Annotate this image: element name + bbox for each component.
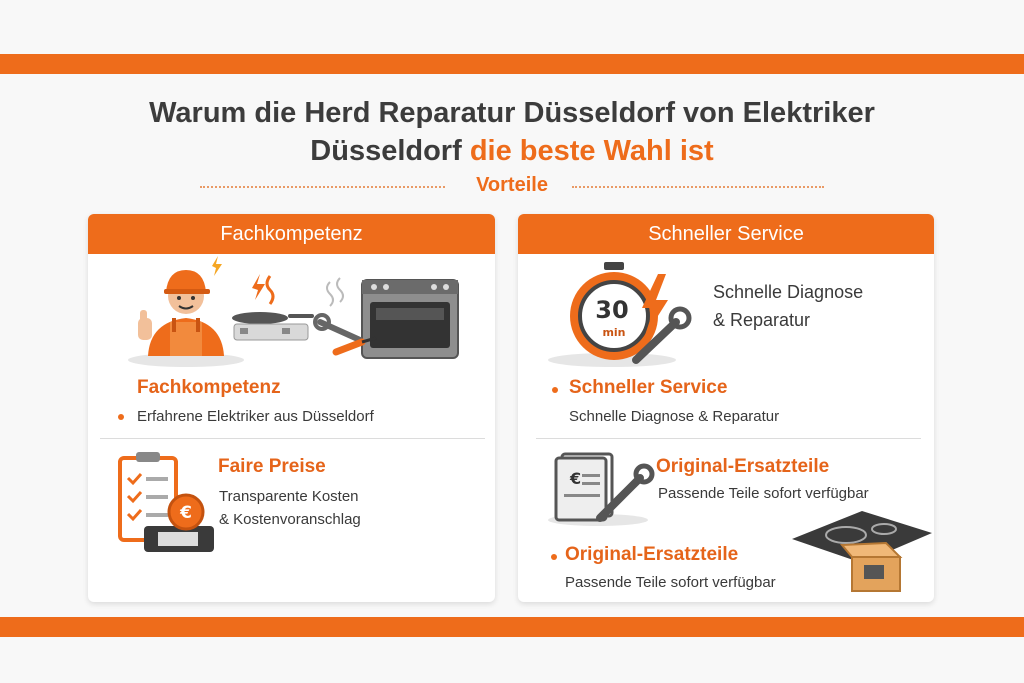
dotted-divider-right bbox=[572, 186, 824, 188]
svg-text:€: € bbox=[179, 503, 192, 523]
top-accent-bar bbox=[0, 54, 1024, 74]
hero-text-line-1: Schnelle Diagnose bbox=[713, 282, 864, 302]
title-line-2-dark: Düsseldorf bbox=[310, 135, 462, 167]
feature-title-fachkompetenz: Fachkompetenz bbox=[137, 377, 281, 398]
invoice-icon: € bbox=[548, 452, 655, 526]
checklist-euro-illustration: € bbox=[118, 452, 214, 552]
hero-text-line-2: & Reparatur bbox=[713, 310, 811, 330]
svg-text:€: € bbox=[569, 469, 581, 488]
stove-illustration bbox=[232, 274, 314, 341]
subheading-label: Vorteile bbox=[476, 174, 548, 196]
feature-title-schneller-service: Schneller Service bbox=[569, 377, 728, 398]
panel-schneller-service: Schneller Service 30 min Schnelle Diagno… bbox=[518, 214, 934, 602]
feature-text-line-1: Transparente Kosten bbox=[219, 488, 359, 505]
feature-title-original-ersatzteile: Original-Ersatzteile bbox=[656, 456, 830, 477]
feature-text-original-ersatzteile-2: Passende Teile sofort verfügbar bbox=[565, 574, 776, 591]
feature-text-fachkompetenz: Erfahrene Elektriker aus Düsseldorf bbox=[137, 408, 374, 425]
stopwatch-icon: 30 min bbox=[548, 262, 692, 367]
feature-text-schneller-service: Schnelle Diagnose & Reparatur bbox=[569, 408, 780, 425]
bullet-dot bbox=[118, 414, 124, 420]
feature-title-original-ersatzteile-2: Original-Ersatzteile bbox=[565, 544, 739, 565]
oven-tools-illustration bbox=[313, 277, 459, 359]
section-divider bbox=[100, 438, 485, 439]
section-subheading: Vorteile bbox=[0, 174, 1024, 198]
bullet-dot bbox=[551, 554, 557, 560]
bottom-accent-bar bbox=[0, 617, 1024, 637]
dotted-divider-left bbox=[200, 186, 445, 188]
section-divider bbox=[536, 438, 921, 439]
panel-header: Schneller Service bbox=[518, 214, 934, 254]
lightning-icon bbox=[642, 274, 668, 338]
title-line-1: Warum die Herd Reparatur Düsseldorf von … bbox=[149, 97, 875, 129]
panel-header: Fachkompetenz bbox=[88, 214, 495, 254]
technician-illustration bbox=[128, 256, 244, 367]
feature-title-faire-preise: Faire Preise bbox=[218, 456, 326, 477]
page-title: Warum die Herd Reparatur Düsseldorf von … bbox=[0, 94, 1024, 170]
cooktop-icon bbox=[792, 511, 932, 563]
wrench-icon bbox=[632, 318, 680, 364]
panel-fachkompetenz: Fachkompetenz bbox=[88, 214, 495, 602]
timer-number: 30 bbox=[595, 296, 628, 324]
title-line-2-highlight: die beste Wahl ist bbox=[469, 135, 714, 167]
title-line-2: Düsseldorf die beste Wahl ist bbox=[0, 132, 1024, 170]
feature-text-line-2: & Kostenvoranschlag bbox=[219, 511, 361, 528]
timer-unit: min bbox=[602, 326, 625, 339]
feature-text-original-ersatzteile: Passende Teile sofort verfügbar bbox=[658, 485, 869, 502]
bullet-dot bbox=[552, 387, 558, 393]
cooktop-parts-illustration bbox=[792, 511, 932, 592]
